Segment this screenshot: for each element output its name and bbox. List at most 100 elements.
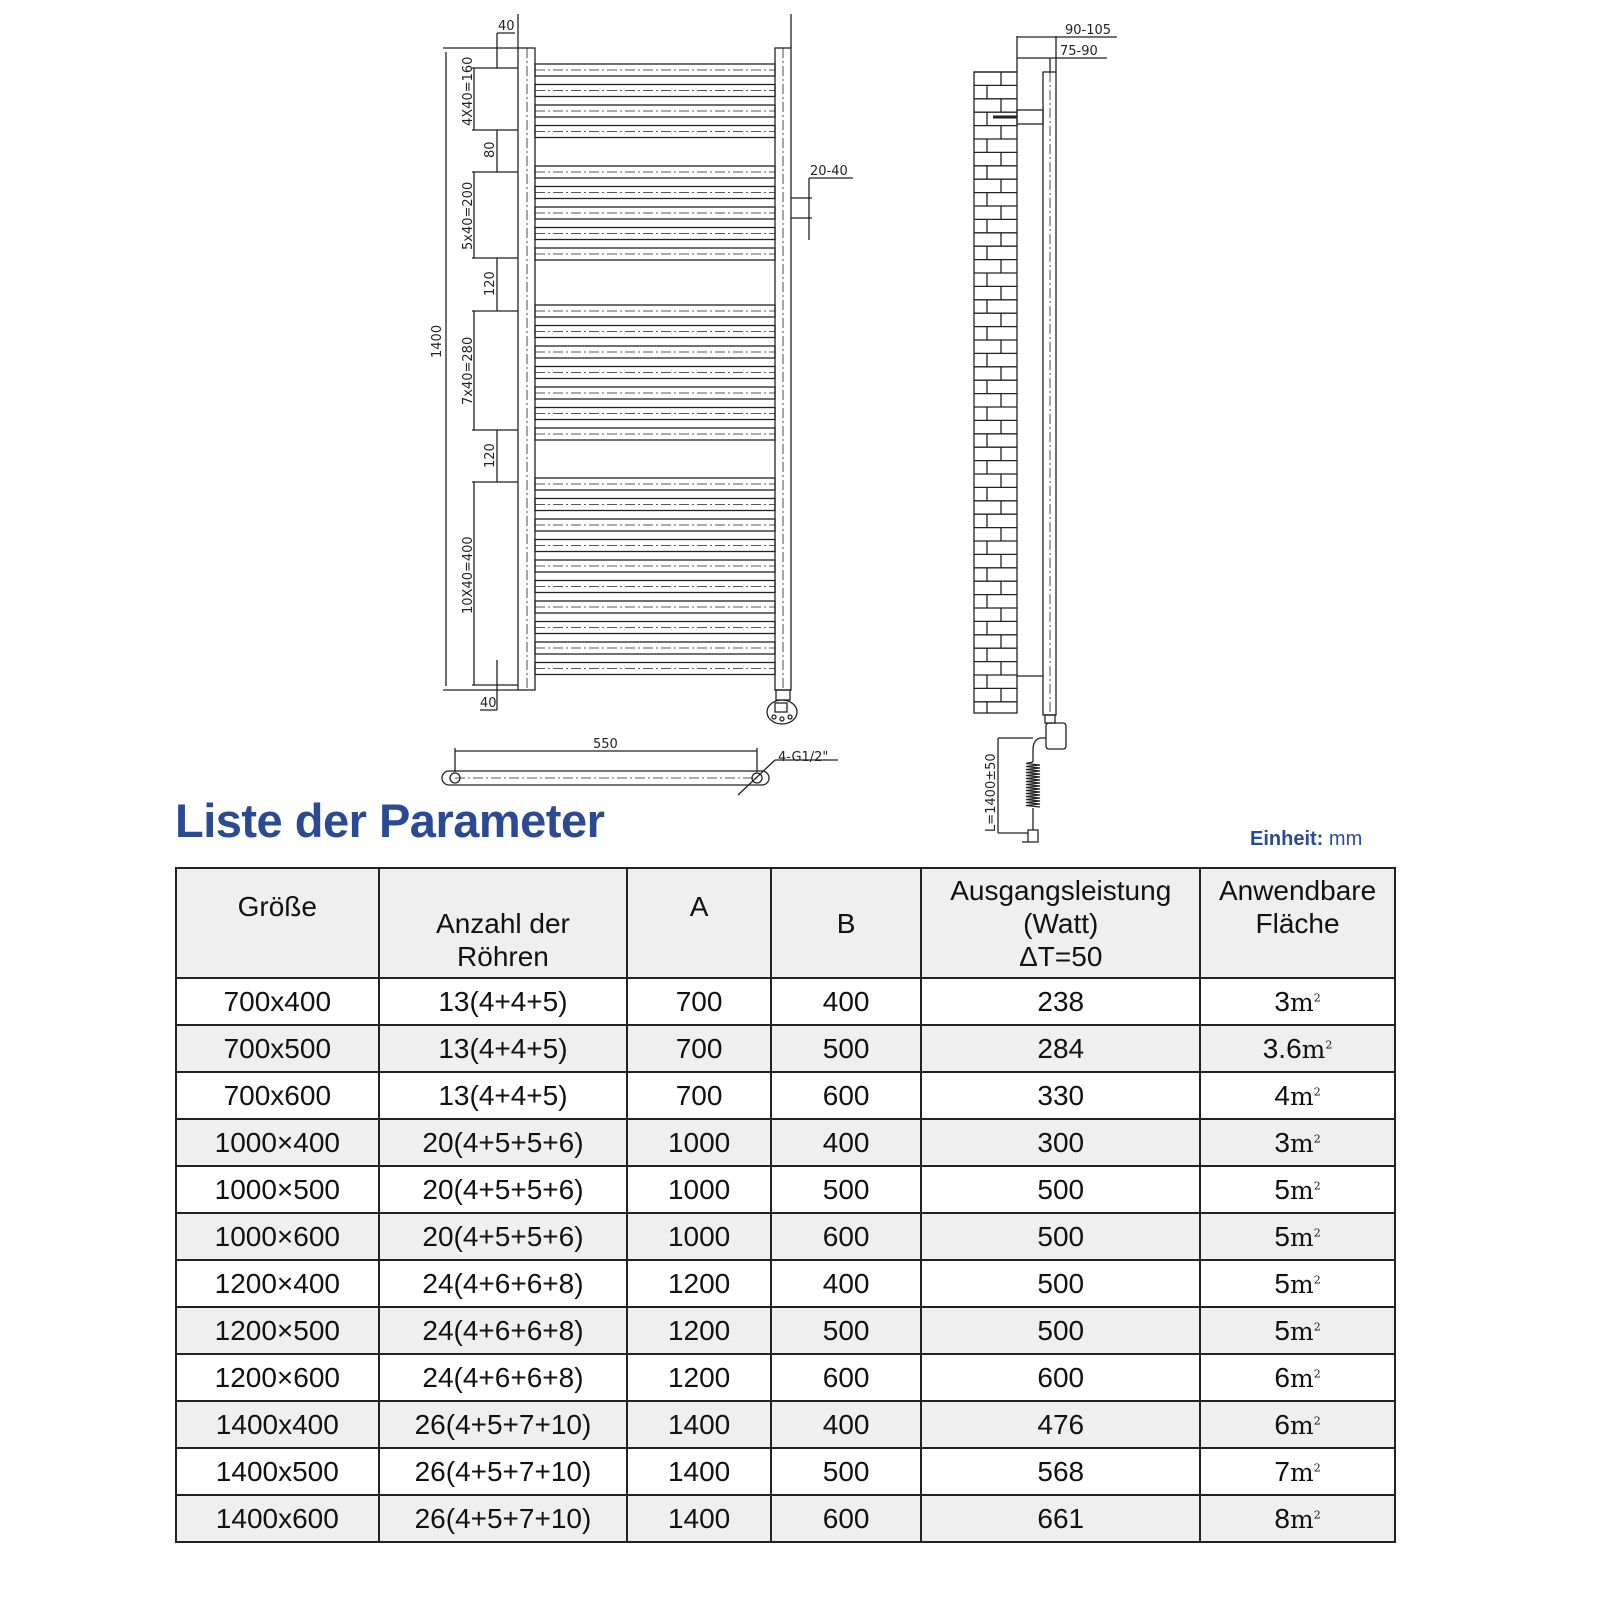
cell-size: 1200×500 — [175, 1306, 380, 1355]
cell-b: 500 — [769, 1024, 923, 1073]
cell-watt: 476 — [920, 1400, 1202, 1449]
cell-size: 1400x400 — [175, 1400, 380, 1449]
area-unit: m2 — [1289, 1504, 1321, 1534]
cell-tubes: 24(4+6+6+8) — [377, 1259, 629, 1308]
cell-area: 6m2 — [1199, 1400, 1396, 1449]
dim-group2: 5x40=200 — [461, 182, 476, 250]
area-unit: m2 — [1289, 1175, 1321, 1205]
area-value: 5 — [1274, 1267, 1290, 1299]
cell-watt: 500 — [920, 1306, 1202, 1355]
cell-b: 600 — [769, 1494, 923, 1543]
towel-bar — [534, 345, 776, 359]
area-value: 5 — [1274, 1314, 1290, 1346]
cell-area: 3m2 — [1199, 1118, 1396, 1167]
towel-bar — [534, 104, 776, 118]
area-value: 4 — [1274, 1079, 1290, 1111]
cell-tubes: 26(4+5+7+10) — [377, 1447, 629, 1496]
cell-b: 400 — [769, 977, 923, 1026]
towel-bar — [534, 365, 776, 380]
cell-b: 500 — [769, 1165, 923, 1214]
cell-a: 1000 — [626, 1212, 772, 1261]
cell-tubes: 20(4+5+5+6) — [377, 1165, 629, 1214]
coiled-cable — [1025, 761, 1041, 808]
area-value: 8 — [1274, 1502, 1290, 1534]
cell-a: 1200 — [626, 1353, 772, 1402]
cell-size: 1000×500 — [175, 1165, 380, 1214]
dim-side: 20-40 — [810, 164, 848, 179]
towel-bar — [534, 661, 776, 676]
cell-tubes: 26(4+5+7+10) — [377, 1494, 629, 1543]
cell-size: 700x400 — [175, 977, 380, 1026]
towel-bar — [534, 641, 776, 655]
cell-b: 400 — [769, 1400, 923, 1449]
dim-group1: 4X40=160 — [461, 57, 476, 126]
dim-group3: 7x40=280 — [461, 337, 476, 405]
dim-wall-outer: 90-105 — [1065, 23, 1111, 38]
side-column — [1042, 71, 1057, 716]
unit-value: mm — [1328, 828, 1363, 850]
cell-tubes: 24(4+6+6+8) — [377, 1306, 629, 1355]
area-unit: m2 — [1289, 1269, 1321, 1299]
area-value: 6 — [1274, 1408, 1290, 1440]
cell-watt: 300 — [920, 1118, 1202, 1167]
header-size: Größe — [175, 867, 380, 978]
towel-bar — [534, 406, 776, 421]
cell-b: 500 — [769, 1306, 923, 1355]
cell-a: 1400 — [626, 1400, 772, 1449]
cell-b: 400 — [769, 1259, 923, 1308]
cell-b: 500 — [769, 1447, 923, 1496]
towel-bar — [534, 477, 776, 491]
dim-gap3: 120 — [483, 443, 498, 468]
cell-a: 1400 — [626, 1494, 772, 1543]
cell-size: 700x500 — [175, 1024, 380, 1073]
cell-watt: 238 — [920, 977, 1202, 1026]
dim-top-offset: 40 — [498, 19, 515, 34]
towel-bar — [534, 620, 776, 635]
towel-bar — [534, 165, 776, 179]
left-column — [517, 47, 536, 691]
cell-watt: 500 — [920, 1259, 1202, 1308]
towel-bar — [534, 427, 776, 441]
cell-size: 1400x500 — [175, 1447, 380, 1496]
towel-bar — [534, 324, 776, 339]
cell-watt: 500 — [920, 1165, 1202, 1214]
cell-a: 1400 — [626, 1447, 772, 1496]
cell-tubes: 20(4+5+5+6) — [377, 1118, 629, 1167]
area-value: 6 — [1274, 1361, 1290, 1393]
area-unit: m2 — [1289, 1410, 1321, 1440]
cell-watt: 600 — [920, 1353, 1202, 1402]
cell-size: 700x600 — [175, 1071, 380, 1120]
towel-bar — [534, 559, 776, 573]
cell-size: 1200×400 — [175, 1259, 380, 1308]
area-value: 3 — [1274, 1126, 1290, 1158]
area-value: 7 — [1274, 1455, 1290, 1487]
cell-a: 1200 — [626, 1306, 772, 1355]
dim-width: 550 — [593, 737, 618, 752]
cell-b: 600 — [769, 1212, 923, 1261]
cell-area: 5m2 — [1199, 1212, 1396, 1261]
area-unit: m2 — [1289, 1081, 1321, 1111]
cell-watt: 284 — [920, 1024, 1202, 1073]
cell-size: 1000×400 — [175, 1118, 380, 1167]
radiator-side-view: 90-105 75-90 L=1400±50 — [973, 23, 1117, 843]
cell-b: 400 — [769, 1118, 923, 1167]
towel-bar — [534, 124, 776, 139]
cable-length: L=1400±50 — [984, 753, 999, 832]
cell-area: 7m2 — [1199, 1447, 1396, 1496]
cell-tubes: 13(4+4+5) — [377, 977, 629, 1026]
cell-area: 6m2 — [1199, 1353, 1396, 1402]
area-unit: m2 — [1301, 1034, 1333, 1064]
cell-tubes: 13(4+4+5) — [377, 1071, 629, 1120]
page-title: Liste der Parameter — [175, 794, 605, 847]
